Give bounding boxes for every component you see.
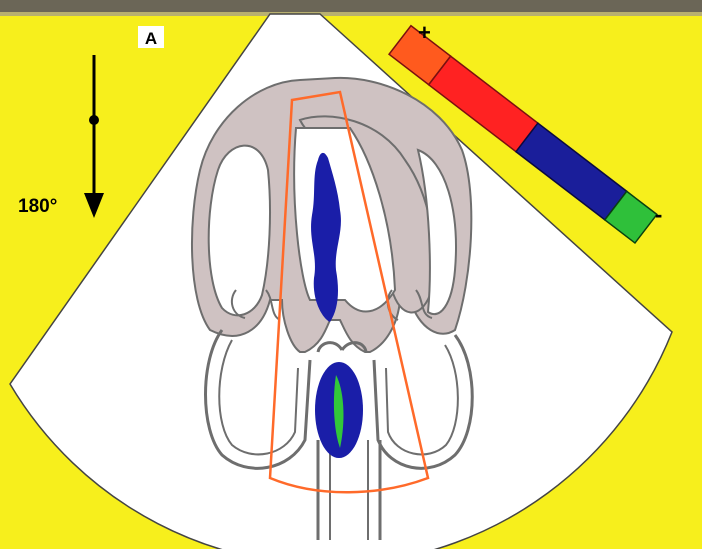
top-border-shadow (0, 12, 702, 16)
left-cavity (209, 146, 270, 316)
scale-minus-label: - (655, 202, 662, 227)
top-border-strip (0, 0, 702, 12)
panel-label: A (145, 29, 157, 48)
orientation-arrow (84, 55, 104, 218)
scale-plus-label: + (418, 20, 431, 45)
angle-label: 180° (18, 196, 57, 217)
